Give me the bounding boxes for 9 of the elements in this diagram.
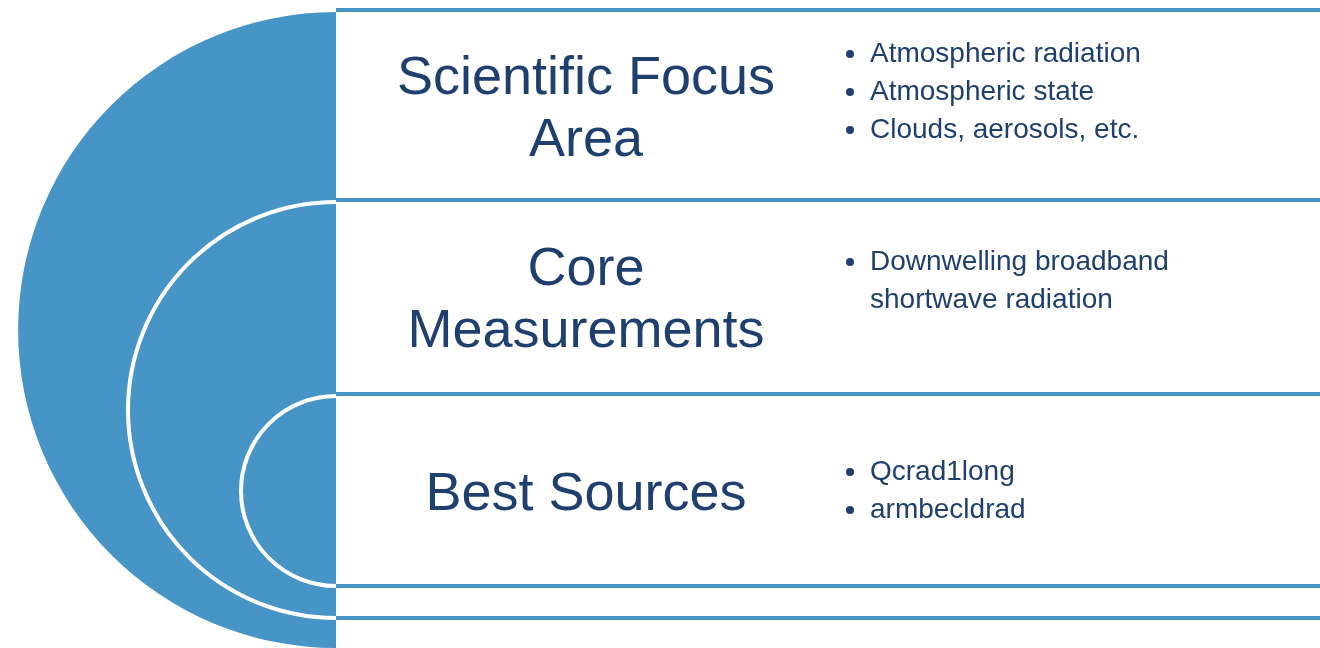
bullet-text: Clouds, aerosols, etc. (870, 113, 1140, 144)
bullet-text: Downwelling broadband shortwave radiation (870, 245, 1169, 314)
band-heading: Scientific Focus Area (395, 44, 777, 168)
band-heading: Core Measurements (406, 235, 766, 359)
bullet-text: Atmospheric radiation (870, 37, 1141, 68)
bullet-text: Atmospheric state (870, 75, 1095, 106)
bullet-text: Qcrad1long (870, 455, 1015, 486)
bullet-text: armbecldrad (870, 493, 1026, 524)
band-heading: Best Sources (424, 460, 748, 522)
